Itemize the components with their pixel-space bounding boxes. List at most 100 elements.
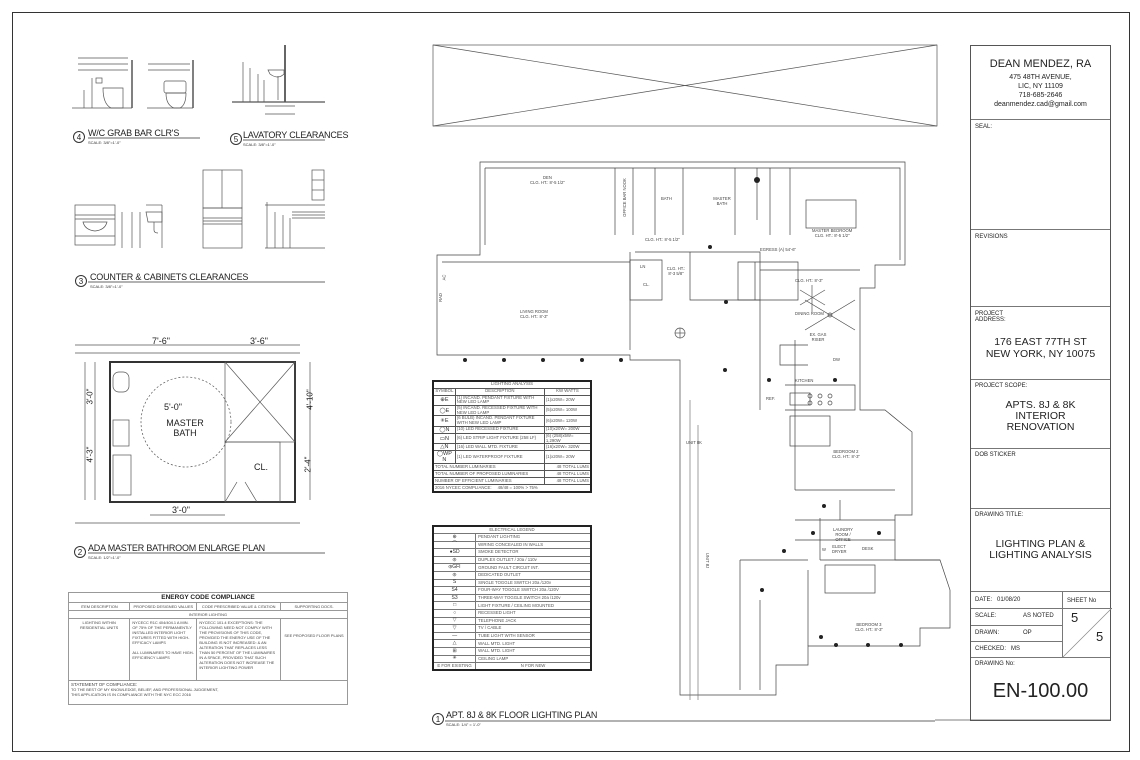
sheet-number: 5 [1071, 610, 1079, 625]
room-dining: CLG. HT.: 8'-3" [795, 278, 823, 283]
label-elect-dryer: ELECT DRYER [832, 544, 847, 554]
drawing-title-label: DRAWING TITLE: [975, 512, 1024, 518]
ec-statement-2: THIS APPLICATION IS IN COMPLIANCE WITH T… [71, 692, 191, 697]
legend-label: THREE-WAY TOGGLE SWITCH 20a /120v [475, 593, 592, 603]
header-description: DESCRIPTION [454, 387, 545, 396]
legend-symbol-icon: ▽ [432, 616, 477, 626]
ec-proposed-2: ALL LUMINAIRES TO HAVE HIGH-EFFICIENCY L… [132, 650, 194, 660]
lighting-watts: (16)x20W= 320W [543, 443, 592, 452]
legend-label: WALL MTD. LIGHT [475, 639, 592, 648]
legend-symbol-icon: ⦶GFI [432, 563, 477, 573]
legend-symbol-icon: △ [432, 639, 477, 648]
ec-supporting: SEE PROPOSED FLOOR PLANS [280, 618, 348, 681]
legend-row: ▽TV / CABLE [432, 624, 592, 633]
bath-closet-label: CL. [254, 462, 269, 472]
legend-symbol-icon: □ [432, 601, 477, 611]
lighting-row: ◯N(10) LED RECESSED FIXTURE(10)x20W= 200… [432, 425, 592, 434]
bath-dim-top-right: 3'-6" [250, 336, 268, 346]
lighting-symbol: ◯N [432, 425, 456, 434]
room-ceiling: CLG. HT.: 8'-3" [520, 314, 548, 319]
legend-label: SINGLE TOGGLE SWITCH 20a /120v [475, 578, 592, 588]
scope-line-2: INTERIOR [1015, 410, 1066, 422]
bath-dim-left-top: 3'-0" [85, 388, 95, 405]
lighting-row: ▭N(6) LED STRIP LIGHT FIXTURE (258 LF)(6… [432, 432, 592, 445]
legend-row: ✳CEILING LAMP [432, 654, 592, 664]
bath-dim-bottom: 3'-0" [172, 505, 190, 515]
room-ceiling: CLG. HT.: 8'-5 1/2" [530, 180, 565, 185]
scope-line-1: APTS. 8J & 8K [1005, 399, 1076, 411]
drawing-number: EN-100.00 [992, 680, 1089, 702]
bath-room-line2: BATH [173, 428, 197, 438]
detail-scale-4: SCALE: 3/8"=1'-0" [88, 140, 121, 145]
lighting-description: (1) INCAND. PENDANT FIXTURE WITH NEW LED… [454, 394, 545, 406]
legend-label: WIRING CONCEALED IN WALLS [475, 540, 592, 550]
ec-section: INTERIOR LIGHTING [68, 610, 348, 619]
checked-label: CHECKED: [975, 646, 1007, 652]
sheet-border [12, 12, 1130, 752]
detail-scale-5: SCALE: 3/8"=1'-0" [243, 142, 276, 147]
energy-code-title: ENERGY CODE COMPLIANCE [68, 592, 348, 603]
bath-room-line1: MASTER [166, 418, 204, 428]
label-gas-riser: EX. GAS RISER [809, 332, 827, 342]
legend-row: —TUBE LIGHT WITH SENSOR [432, 631, 592, 641]
legend-label: RECESSED LIGHT [475, 609, 592, 618]
detail-title-3: COUNTER & CABINETS CLEARANCES [90, 272, 249, 282]
room-ceiling: CLG. HT.: 8'-3" [832, 454, 860, 459]
lighting-row: △N(16) LED WALL MTD. FIXTURE(16)x20W= 32… [432, 443, 592, 452]
legend-symbol-icon: ⊞ [432, 647, 477, 656]
lighting-symbol: ✳E [432, 415, 456, 427]
ec-header: CODE PRESCRIBED VALUE & CITATION [196, 602, 282, 611]
legend-label: TELEPHONE JACK [475, 616, 592, 626]
legend-label: PENDANT LIGHTING [475, 533, 592, 542]
counter-cabinets-detail [74, 169, 325, 249]
total-value: 48/48 = 100% > 75% [497, 484, 538, 490]
lighting-description: (10) LED RECESSED FIXTURE [454, 425, 545, 434]
electrical-legend-title: ELECTRICAL LEGEND [432, 525, 592, 535]
total-label: TOTAL NUMBER OF PROPOSED LUMINARIES [432, 470, 545, 479]
room-name: BEDROOM 3 [856, 622, 882, 627]
detail-title-5: LAVATORY CLEARANCES [243, 130, 349, 140]
lighting-watts: (6) (258)x5W= 1,290W [543, 432, 592, 445]
label-bath: BATH [661, 196, 672, 201]
label-desk: DESK [862, 546, 874, 551]
header-watts: KW WATTS [543, 387, 592, 396]
total-value: 48 TOTAL LUMS [543, 463, 592, 472]
ec-proposed-1: NYCECC R1C 404/404.1 A MIN. OF 75% OF TH… [132, 620, 192, 645]
lighting-row: ◯WP N(1) LED WATERPROOF FIXTURE(1)x20W= … [432, 450, 592, 465]
legend-symbol-icon: ⦶ [432, 571, 477, 580]
phone: 718-685-2646 [1018, 92, 1063, 99]
scale-value: AS NOTED [1023, 613, 1054, 619]
legend-label: DEDICATED OUTLET [475, 571, 592, 580]
legend-row: ⦶DEDICATED OUTLET [432, 571, 592, 580]
light-fixtures [463, 177, 903, 647]
ec-statement-title: STATEMENT OF COMPLIANCE: [71, 682, 138, 687]
seal-label: SEAL: [975, 124, 993, 130]
label-washer: W [822, 547, 826, 552]
label-office-nook: OFFICE BAR NOOK [621, 178, 627, 217]
ec-header: ITEM DESCRIPTION [67, 602, 131, 611]
legend-label: GROUND FAULT CIRCUIT INT. [475, 563, 592, 573]
bath-dim-top-left: 7'-6" [152, 336, 170, 346]
room-ceiling: CLG. HT.: 8'-5 1/2" [814, 233, 850, 238]
drawing-no-label: DRAWING No: [975, 661, 1015, 667]
bath-dim-right-bottom: 2'-4" [303, 456, 313, 473]
legend-footer-existing: E FOR EXISTING [432, 662, 477, 671]
total-label: TOTAL NUMBER LUMINARIES [432, 463, 545, 472]
legend-symbol-icon: ▽ [432, 624, 477, 633]
legend-symbol-icon: S4 [432, 586, 477, 595]
legend-row: □LIGHT FIXTURE / CEILING MOUNTED [432, 601, 592, 611]
legend-row: ▽TELEPHONE JACK [432, 616, 592, 626]
room-ceiling: CLG. HT.: 8'-3" [795, 278, 823, 283]
legend-row: ⊕PENDANT LIGHTING [432, 533, 592, 542]
date-value: 01/08/20 [997, 597, 1021, 603]
detail-number-3: 3 [75, 275, 87, 287]
project-address-1: 176 EAST 77TH ST [994, 336, 1087, 348]
total-cell: 2016 NYCEC COMPLIANCE:48/48 = 100% > 75% [432, 484, 592, 493]
key-plan-box [432, 44, 938, 127]
